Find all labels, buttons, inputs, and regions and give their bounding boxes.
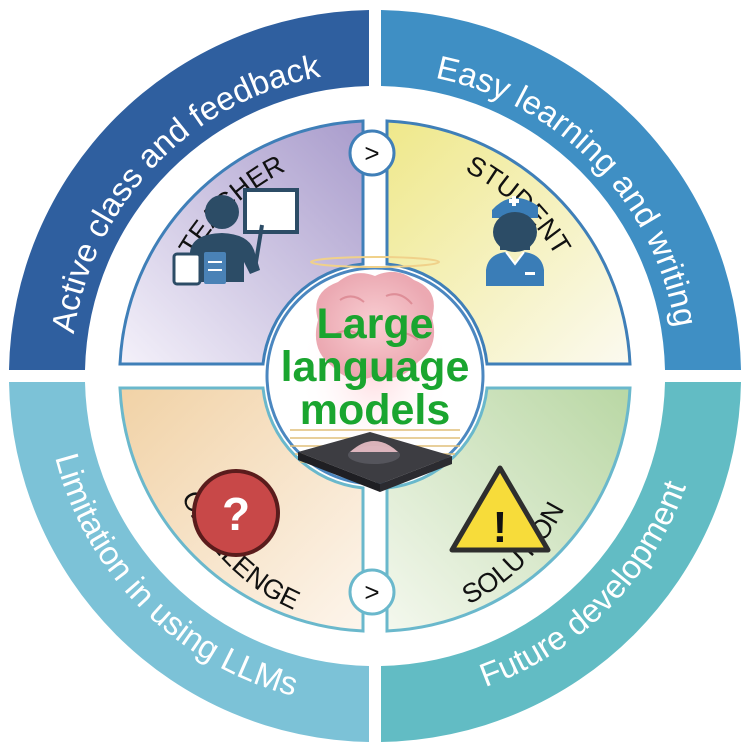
center-title: Large language models <box>281 300 470 434</box>
outer-ring <box>9 10 741 742</box>
arrow-top: > <box>348 129 396 177</box>
warning-triangle-icon: ! <box>449 465 551 553</box>
svg-text:!: ! <box>493 503 508 552</box>
center-title-line-3: models <box>300 386 451 434</box>
doctor-student-icon <box>486 196 544 286</box>
svg-text:?: ? <box>222 488 250 540</box>
ring-segment-bottom-right <box>381 382 741 742</box>
arrow-bottom: > <box>348 568 396 616</box>
ring-segment-bottom-left <box>9 382 369 742</box>
teacher-presenting-icon <box>172 188 299 286</box>
svg-text:>: > <box>364 577 379 607</box>
ring-segment-top-left <box>9 10 369 370</box>
svg-text:>: > <box>364 138 379 168</box>
center-title-line-1: Large <box>316 300 433 348</box>
center-title-line-2: language <box>281 343 470 391</box>
brain-chip-icon <box>290 256 460 492</box>
question-mark-icon: ? <box>192 469 280 557</box>
ring-segment-top-right <box>381 10 741 370</box>
